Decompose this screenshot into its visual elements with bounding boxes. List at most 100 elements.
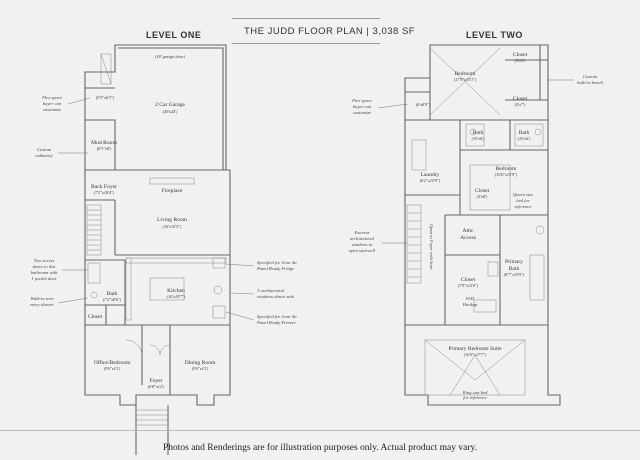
svg-text:Queen size: Queen size — [513, 192, 533, 197]
bedroom-mid-dim: (10'6"x13'9") — [495, 172, 518, 177]
bedroom-top-label: Bedroom — [455, 71, 476, 77]
disclaimer-text: Photos and Renderings are for illustrati… — [162, 443, 478, 453]
attic-label: Attic — [462, 228, 474, 234]
suite-dim: (16'6"x17'7") — [464, 352, 487, 357]
bath-dim: (7'2"x8'6") — [103, 297, 122, 302]
foyer-label: Foyer — [149, 378, 162, 384]
title-rule-top — [232, 18, 380, 19]
svg-text:Walk-in zero: Walk-in zero — [30, 296, 54, 301]
primary-bath-dim: (8'7"x10'9") — [504, 272, 525, 277]
level-one-heading: LEVEL ONE — [146, 30, 202, 40]
svg-text:architectural: architectural — [350, 236, 375, 241]
dining-room-dim: (9'6"x13') — [192, 366, 209, 371]
bedroom-top-dim: (17'9"x15'3") — [454, 77, 477, 82]
level-two-details — [406, 47, 545, 396]
note-flex-space-l2: Flex space buyer can customize — [351, 98, 409, 115]
bath-a-label: Bath — [473, 130, 484, 136]
svg-text:Panel Ready Freezer: Panel Ready Freezer — [256, 320, 296, 325]
svg-text:doors to this: doors to this — [33, 264, 56, 269]
hookup-label: Hookup — [462, 302, 478, 307]
svg-text:bed for: bed for — [516, 198, 529, 203]
mud-room-dim: (6'3"x8') — [97, 146, 112, 151]
garage-label: 2 Car Garage — [155, 102, 185, 108]
closet-c-label: Closet — [475, 188, 490, 194]
footer-rule — [0, 430, 640, 431]
svg-text:Custom: Custom — [583, 74, 598, 79]
svg-text:buyer can: buyer can — [353, 104, 372, 109]
svg-text:Panel Ready Fridge: Panel Ready Fridge — [256, 266, 294, 271]
svg-text:reference: reference — [514, 204, 531, 209]
svg-text:windows above sink: windows above sink — [257, 294, 295, 299]
stair-note: Open to Foyer with Stair — [429, 224, 434, 270]
back-foyer-label: Back Foyer — [91, 184, 117, 190]
laundry-dim: (6'2"x10'9") — [420, 178, 441, 183]
primary-bath-label: Primary — [505, 259, 523, 265]
garage-dim: (20'x24') — [163, 109, 178, 114]
living-room-dim: (16'x15'5") — [163, 224, 182, 229]
bedroom-mid-label: Bedroom — [496, 166, 517, 172]
svg-text:1 pocket door: 1 pocket door — [31, 276, 56, 281]
svg-text:bathroom with: bathroom with — [31, 270, 58, 275]
note-custom-cabinetry: Custom cabinetry — [35, 147, 88, 158]
kitchen-label: Kitchen — [167, 288, 185, 294]
access-label: Access — [460, 235, 476, 241]
plan-title: THE JUDD FLOOR PLAN | 3,038 SF — [244, 26, 416, 37]
fireplace-label: Fireplace — [162, 188, 183, 194]
note-flex-space-l1: Flex space buyer can customize — [41, 95, 91, 112]
dining-room-label: Dining Room — [185, 360, 216, 366]
laundry-label: Laundry — [421, 172, 440, 178]
note-windows: 3 architectural windows above sink — [230, 288, 295, 299]
note-freezer: Specified for Jenn Air Panel Ready Freez… — [225, 311, 297, 325]
office-dim: (9'6"x13') — [104, 366, 121, 371]
closet-mid-label: Closet — [513, 96, 528, 102]
wd-label: W/D — [466, 296, 475, 301]
suite-label: Primary Bedroom Suite — [448, 346, 502, 352]
level-two-walls — [404, 44, 561, 406]
svg-text:entry shower: entry shower — [30, 302, 54, 307]
mud-room-label: Mud Room — [91, 140, 117, 146]
bath-a-dim: (10'x6') — [472, 136, 485, 141]
svg-text:for reference: for reference — [463, 395, 487, 400]
note-walk-in-shower: Walk-in zero entry shower — [30, 296, 89, 307]
closet-d-dim: (7'9"x12'6") — [458, 283, 479, 288]
office-label: Office/Bedroom — [94, 359, 131, 366]
primary-bath-label-2: Bath — [509, 266, 520, 272]
bath-label: Bath — [107, 291, 118, 297]
svg-text:Specified for Jenn Air: Specified for Jenn Air — [257, 260, 297, 265]
closet-mid-dim: (5'x7') — [515, 102, 526, 107]
back-foyer-dim: (7'2"x18'4") — [94, 190, 115, 195]
closet-top-dim: (5'x5') — [515, 58, 526, 63]
svg-text:Custom: Custom — [37, 147, 52, 152]
svg-text:built-in bench: built-in bench — [577, 80, 603, 85]
svg-text:Two access: Two access — [34, 258, 55, 263]
note-king-bed: King size bed for reference — [462, 390, 488, 400]
svg-text:Specified for Jenn Air: Specified for Jenn Air — [257, 314, 297, 319]
closet-label: Closet — [88, 314, 103, 320]
svg-text:cabinetry: cabinetry — [35, 153, 53, 158]
note-fridge: Specified for Jenn Air Panel Ready Fridg… — [225, 260, 297, 271]
living-room-label: Living Room — [157, 217, 188, 223]
note-two-access-doors: Two access doors to this bathroom with 1… — [31, 258, 88, 281]
foyer-dim: (6'8"x12') — [148, 384, 165, 389]
note-custom-built-in: Custom built-in bench — [548, 74, 604, 85]
kitchen-dim: (16'x19'7") — [167, 294, 186, 299]
closet-c-dim: (5'x8') — [477, 194, 488, 199]
flex-dim: (6'x8'9") — [416, 102, 431, 107]
bath-b-dim: (10'x6') — [518, 136, 531, 141]
svg-text:3 architectural: 3 architectural — [257, 288, 285, 293]
svg-text:Flex space: Flex space — [41, 95, 62, 100]
svg-text:buyer can: buyer can — [43, 101, 62, 106]
svg-text:windows in: windows in — [352, 242, 374, 247]
closet-d-label: Closet — [461, 277, 476, 283]
bath-b-label: Bath — [519, 130, 530, 136]
svg-text:customize: customize — [43, 107, 61, 112]
svg-text:customize: customize — [353, 110, 371, 115]
closet-top-label: Closet — [513, 52, 528, 58]
note-exterior-windows: Exterior architectural windows in open s… — [349, 230, 407, 253]
svg-text:Exterior: Exterior — [353, 230, 370, 235]
svg-text:King size bed: King size bed — [462, 390, 488, 395]
garage-door-label: (18' garage door) — [155, 54, 185, 59]
storage-dim: (9'3"x6'3") — [96, 95, 115, 100]
level-two-heading: LEVEL TWO — [466, 30, 523, 40]
